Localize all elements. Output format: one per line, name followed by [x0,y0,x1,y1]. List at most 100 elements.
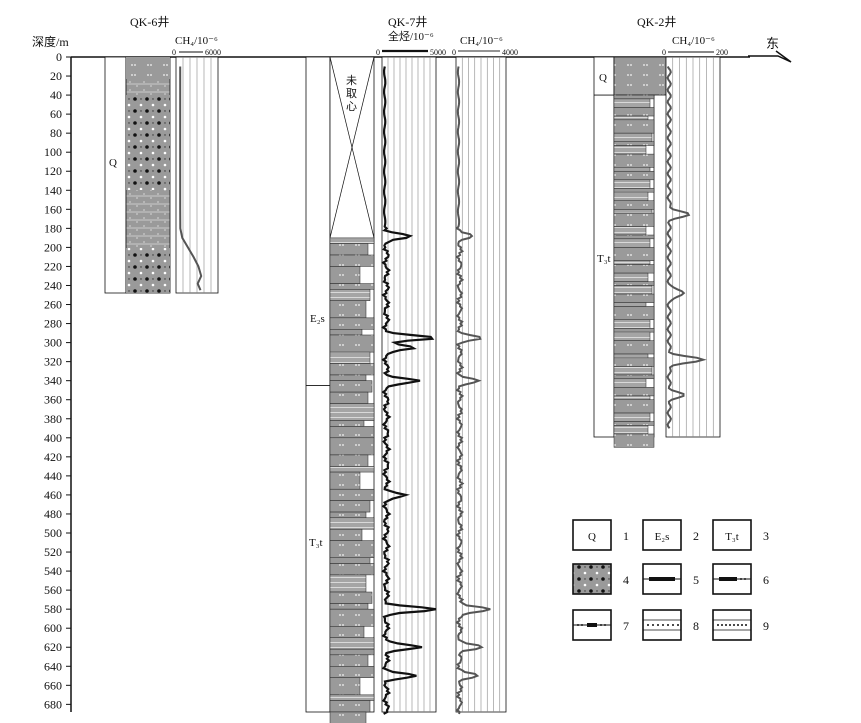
svg-text:T₃t: T₃t [725,531,739,543]
qk2-bed [613,433,655,448]
qk7-track2-label: CH₄/10⁻⁶ [460,35,503,47]
qk6-lith-sand-top [126,57,170,79]
qk2-bed [613,191,649,202]
legend-item-7: 7 [572,609,629,641]
qk7-track2-max: 4000 [502,48,518,57]
depth-tick-label: 100 [44,145,62,159]
legend-item-6: 6 [712,563,769,595]
qk2-bed [613,306,655,321]
qk2-bed [613,153,655,168]
legend-item-4: 4 [572,563,629,595]
qk6-ch4-curve [179,66,203,291]
qk7-bed [329,694,375,701]
qk2-bed [613,293,655,303]
qk7-no-core-char-1: 未 [346,74,357,87]
depth-tick-label: 260 [44,298,62,312]
qk7-bed [329,574,367,593]
qk2-bed [613,285,653,295]
qk7-bed [329,420,365,427]
qk7-title: QK-7井 [388,15,427,29]
depth-tick-label: 580 [44,602,62,616]
qk2-bed [613,264,655,274]
east-label: 东 [766,36,779,51]
qk2-bed [613,226,647,236]
qk2-bed [613,340,655,355]
qk2-bed [613,395,651,400]
qk7-bed [329,471,361,490]
qk2-formation-t3t: T₃t [597,253,611,265]
qk2-bed [613,94,655,100]
qk2-lithology-beds [613,94,655,448]
qk6-formation-column [104,56,127,294]
depth-tick-label: 180 [44,221,62,235]
svg-text:E₂s: E₂s [655,531,670,543]
qk6-formation-label: Q [109,157,117,169]
depth-tick-label: 360 [44,393,62,407]
qk2-lith-q-sand [613,56,667,96]
qk2-bed [613,200,655,210]
qk7-formation-column [305,56,331,713]
qk7-total-gas-track [381,56,437,713]
qk7-track2-min: 0 [452,48,456,57]
depth-tick-label: 380 [44,412,62,426]
qk7-bed [329,626,365,638]
qk7-bed [329,637,375,650]
qk2-ch4-label: CH₄/10⁻⁶ [672,35,715,47]
qk2-bed [613,387,655,397]
qk7-bed [329,300,367,319]
depth-tick-label: 480 [44,507,62,521]
qk2-bed [613,374,655,380]
qk7-bed [329,454,369,467]
svg-text:6: 6 [763,573,769,587]
depth-tick-label: 680 [44,697,62,711]
well-qk2: QK-2井 CH₄/10⁻⁶ 0 200 Q T₃t [593,15,728,448]
qk7-bed [329,329,363,336]
qk7-bed [329,563,375,576]
qk7-bed [329,677,361,696]
qk7-bed [329,557,371,564]
depth-axis-title: 深度/m [32,34,69,49]
qk2-title: QK-2井 [637,15,676,29]
depth-tick-label: 80 [50,126,62,140]
qk7-bed [329,591,373,604]
qk2-bed [613,238,651,248]
qk6-title: QK-6井 [130,15,169,29]
legend-item-5: 5 [642,563,699,595]
qk2-bed [613,357,655,367]
qk7-bed [329,648,375,656]
qk2-bed [613,179,651,189]
qk7-bed [329,466,375,473]
qk2-bed [613,331,651,341]
depth-tick-label: 660 [44,678,62,692]
depth-tick-label: 400 [44,431,62,445]
qk7-bed [329,391,369,404]
depth-tick-label: 460 [44,488,62,502]
depth-tick-label: 200 [44,240,62,254]
depth-tick-label: 0 [56,50,62,64]
qk7-bed [329,488,375,501]
qk7-bed [329,500,371,513]
qk7-bed [329,511,367,519]
qk2-bed [613,328,655,333]
qk2-bed [613,170,655,181]
east-direction-arrow: 东 [748,36,792,63]
qk7-track1-label: 全烃/10⁻⁶ [388,29,434,43]
qk2-scale-max: 200 [716,48,728,57]
well-qk7: QK-7井 全烃/10⁻⁶ 0 5000 CH₄/10⁻⁶ 0 4000 E₂s… [305,15,518,723]
qk7-bed [329,603,369,610]
qk7-bed [329,283,375,290]
qk2-bed [613,141,655,146]
qk7-bed [329,237,375,244]
depth-tick-label: 160 [44,202,62,216]
depth-tick-label: 240 [44,278,62,292]
qk2-bed [613,302,647,307]
qk7-no-core-char-3: 心 [346,100,357,113]
qk2-bed [613,412,651,422]
qk2-bed [613,272,649,282]
qk7-track1-max: 5000 [430,48,446,57]
